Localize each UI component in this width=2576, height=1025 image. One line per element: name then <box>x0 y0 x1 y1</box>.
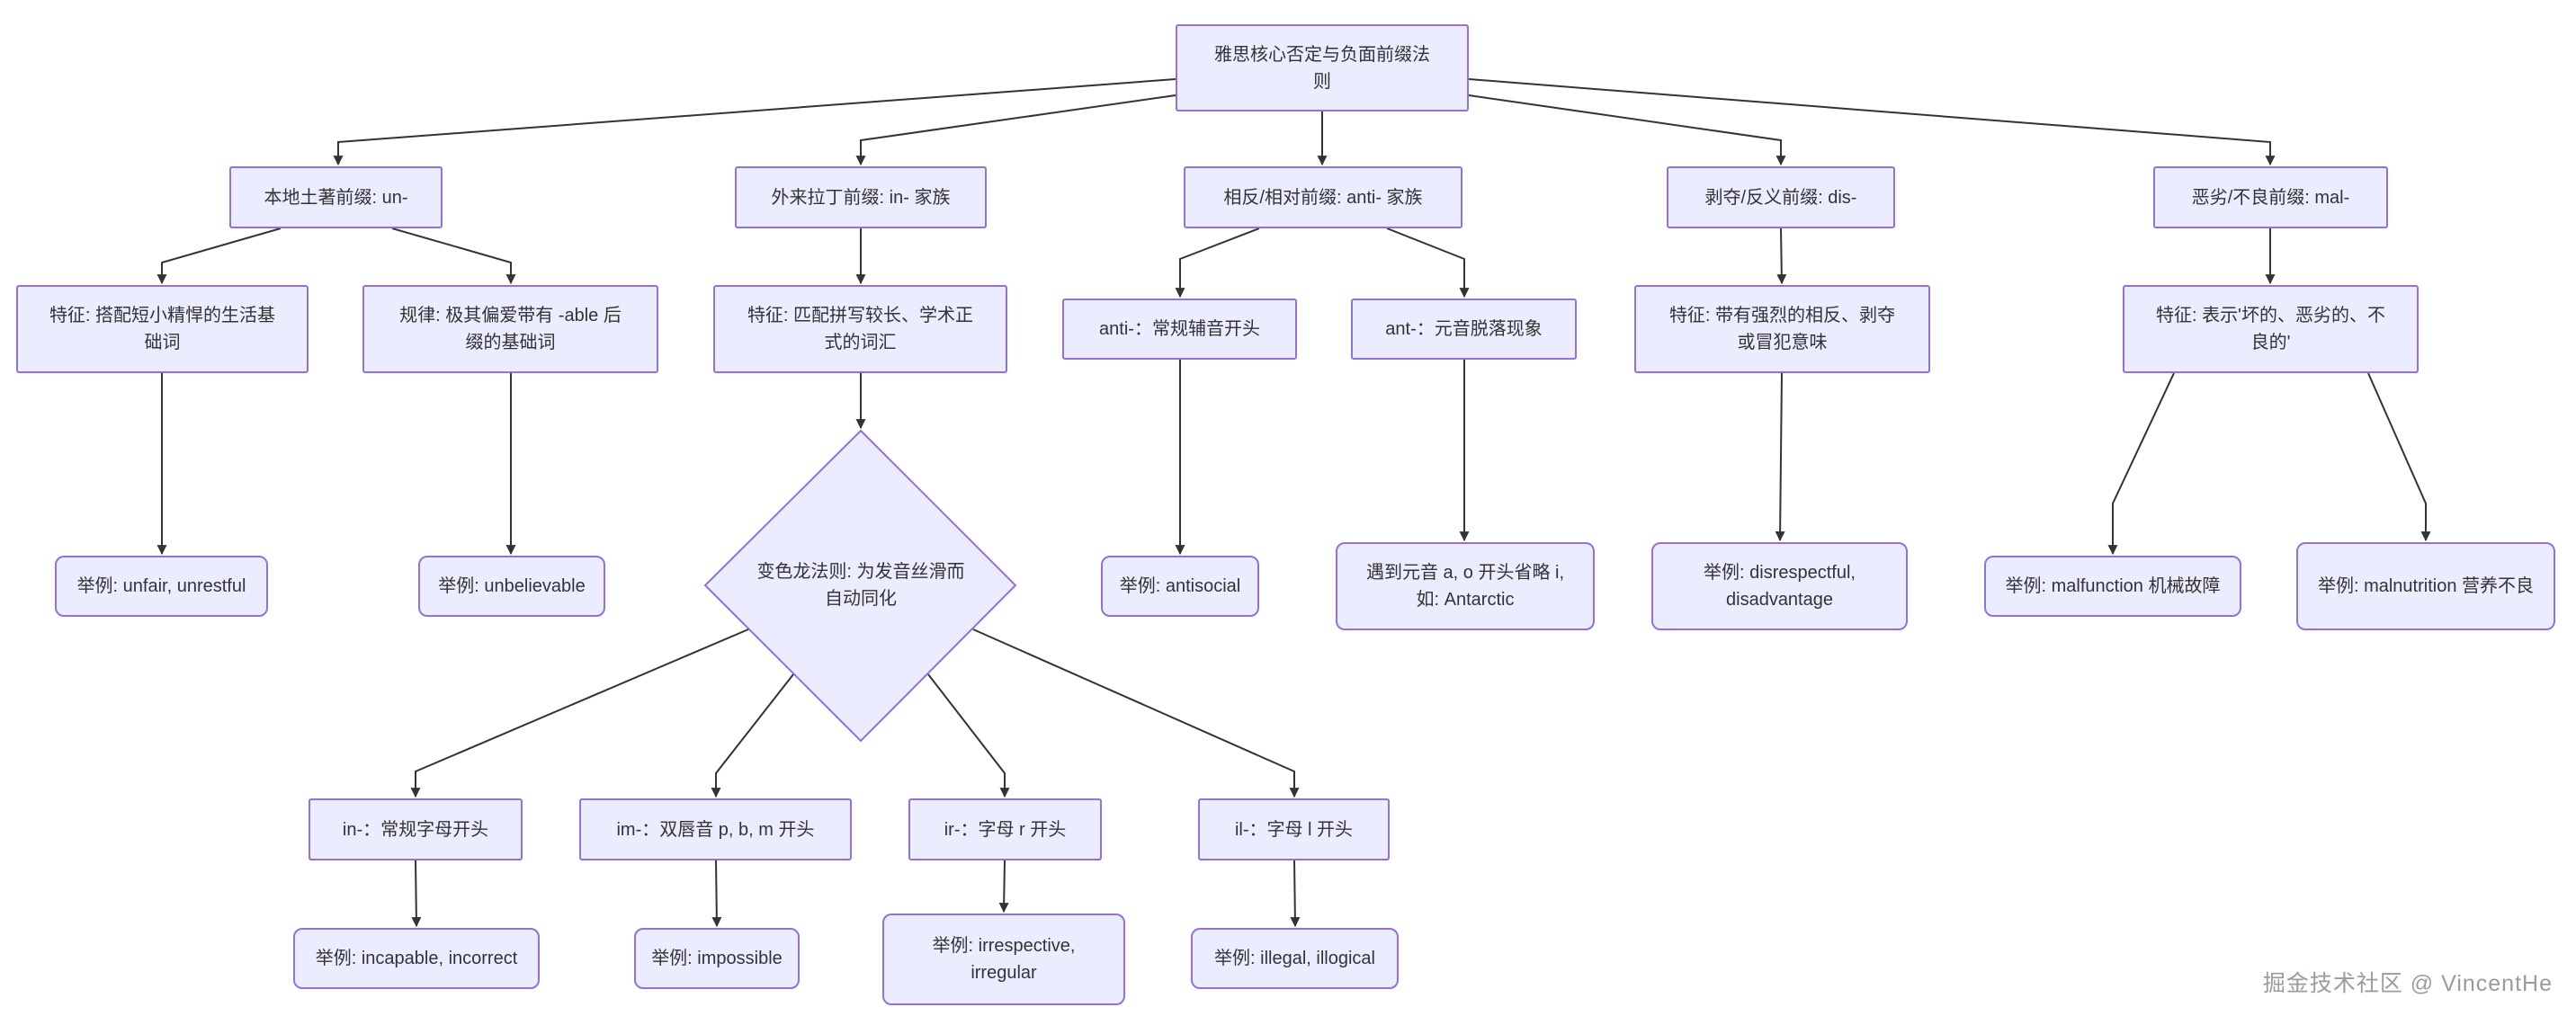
edge-ir-to-example <box>998 860 1009 914</box>
edge-diamond-to-im <box>711 673 794 798</box>
node-anti-family: 相反/相对前缀: anti- 家族 <box>1184 166 1462 228</box>
edge-root-to-in-family <box>855 94 1176 166</box>
node-example-malfunction: 举例: malfunction 机械故障 <box>1984 556 2241 617</box>
node-ant-vowel-note-label: 遇到元音 a, o 开头省略 i, 如: Antarctic <box>1365 563 1565 610</box>
node-ant-sub-label: ant-：元音脱落现象 <box>1385 319 1543 339</box>
node-dis-feature-label: 特征: 带有强烈的相反、剥夺或冒犯意味 <box>1668 306 1896 352</box>
node-example-disrespectful-label: 举例: disrespectful, disadvantage <box>1704 563 1856 610</box>
node-il-sub: il-：字母 l 开头 <box>1198 798 1390 860</box>
node-mal-feature-label: 特征: 表示'坏的、恶劣的、不良的' <box>2156 306 2385 352</box>
edge-feature-to-disrespectful <box>1775 372 1785 542</box>
node-example-unfair: 举例: unfair, unrestful <box>55 556 268 617</box>
node-ant-sub: ant-：元音脱落现象 <box>1351 299 1577 360</box>
node-anti-family-label: 相反/相对前缀: anti- 家族 <box>1223 187 1423 208</box>
edge-diamond-to-ir <box>927 673 1010 798</box>
node-ir-sub-label: ir-：字母 r 开头 <box>944 819 1067 840</box>
node-example-antisocial: 举例: antisocial <box>1101 556 1259 617</box>
node-example-antisocial-label: 举例: antisocial <box>1119 576 1241 596</box>
node-example-disrespectful: 举例: disrespectful, disadvantage <box>1651 542 1908 630</box>
edge-diamond-to-in <box>410 628 749 798</box>
node-root: 雅思核心否定与负面前缀法则 <box>1176 24 1469 111</box>
node-mal-prefix-label: 恶劣/不良前缀: mal- <box>2191 187 2350 208</box>
node-im-sub-label: im-：双唇音 p, b, m 开头 <box>616 819 815 840</box>
node-example-unfair-label: 举例: unfair, unrestful <box>76 576 246 596</box>
node-example-illegal-label: 举例: illegal, illogical <box>1214 949 1375 968</box>
edge-il-to-example <box>1290 860 1301 928</box>
node-im-sub: im-：双唇音 p, b, m 开头 <box>579 798 852 860</box>
node-example-malnutrition-label: 举例: malnutrition 营养不良 <box>2317 576 2535 596</box>
node-example-impossible: 举例: impossible <box>634 928 800 989</box>
node-mal-prefix: 恶劣/不良前缀: mal- <box>2153 166 2388 228</box>
node-example-incapable: 举例: incapable, incorrect <box>293 928 540 989</box>
node-dis-prefix: 剥夺/反义前缀: dis- <box>1667 166 1895 228</box>
edge-root-to-mal <box>1468 78 2276 166</box>
node-un-prefix: 本地土著前缀: un- <box>229 166 443 228</box>
edge-un-to-rule <box>391 227 516 285</box>
node-in-feature-label: 特征: 匹配拼写较长、学术正式的词汇 <box>747 306 974 352</box>
node-ant-vowel-note: 遇到元音 a, o 开头省略 i, 如: Antarctic <box>1336 542 1595 630</box>
node-in-sub: in-：常规字母开头 <box>309 798 523 860</box>
node-example-irrespective-label: 举例: irrespective, irregular <box>932 936 1076 983</box>
node-in-sub-label: in-：常规字母开头 <box>342 819 489 840</box>
node-chameleon-rule-label: 变色龙法则: 为发音丝滑而自动同化 <box>756 562 965 609</box>
node-un-prefix-label: 本地土著前缀: un- <box>264 187 408 208</box>
node-anti-sub-label: anti-：常规辅音开头 <box>1099 319 1260 339</box>
edge-un-to-feature <box>157 227 282 285</box>
node-ir-sub: ir-：字母 r 开头 <box>908 798 1102 860</box>
edge-root-to-un <box>333 78 1176 166</box>
node-dis-prefix-label: 剥夺/反义前缀: dis- <box>1704 187 1857 208</box>
edge-root-to-dis <box>1468 94 1786 166</box>
node-example-unbelievable-label: 举例: unbelievable <box>438 576 586 596</box>
node-example-malfunction-label: 举例: malfunction 机械故障 <box>2005 576 2221 596</box>
edge-dis-to-feature <box>1776 227 1787 285</box>
node-example-unbelievable: 举例: unbelievable <box>418 556 605 617</box>
node-dis-feature: 特征: 带有强烈的相反、剥夺或冒犯意味 <box>1634 285 1930 373</box>
node-example-impossible-label: 举例: impossible <box>651 949 783 968</box>
node-mal-feature: 特征: 表示'坏的、恶劣的、不良的' <box>2123 285 2419 373</box>
node-chameleon-rule: 变色龙法则: 为发音丝滑而自动同化 <box>744 541 978 629</box>
node-anti-sub: anti-：常规辅音开头 <box>1062 299 1297 360</box>
node-example-malnutrition: 举例: malnutrition 营养不良 <box>2296 542 2555 630</box>
node-root-label: 雅思核心否定与负面前缀法则 <box>1214 44 1430 92</box>
chameleon-diamond-shape <box>703 429 1017 743</box>
edge-im-to-example <box>711 860 722 928</box>
node-in-feature: 特征: 匹配拼写较长、学术正式的词汇 <box>713 285 1007 373</box>
node-in-family: 外来拉丁前缀: in- 家族 <box>735 166 987 228</box>
node-example-illegal: 举例: illegal, illogical <box>1191 928 1399 989</box>
node-un-feature: 特征: 搭配短小精悍的生活基础词 <box>16 285 309 373</box>
edge-anti-family-to-anti <box>1175 227 1260 299</box>
node-il-sub-label: il-：字母 l 开头 <box>1234 819 1354 840</box>
edge-feature-to-malfunction <box>2107 372 2175 556</box>
node-example-incapable-label: 举例: incapable, incorrect <box>315 949 518 968</box>
watermark: 掘金技术社区 @ VincentHe <box>2262 971 2553 996</box>
edge-feature-to-malnutrition <box>2367 372 2431 542</box>
node-un-feature-label: 特征: 搭配短小精悍的生活基础词 <box>49 306 276 352</box>
node-example-irrespective: 举例: irrespective, irregular <box>882 914 1125 1005</box>
node-in-family-label: 外来拉丁前缀: in- 家族 <box>771 187 951 208</box>
node-un-rule: 规律: 极其偏爱带有 -able 后缀的基础词 <box>362 285 658 373</box>
node-un-rule-label: 规律: 极其偏爱带有 -able 后缀的基础词 <box>399 306 622 352</box>
edge-diamond-to-il <box>972 628 1300 798</box>
edge-anti-family-to-ant <box>1386 227 1470 299</box>
